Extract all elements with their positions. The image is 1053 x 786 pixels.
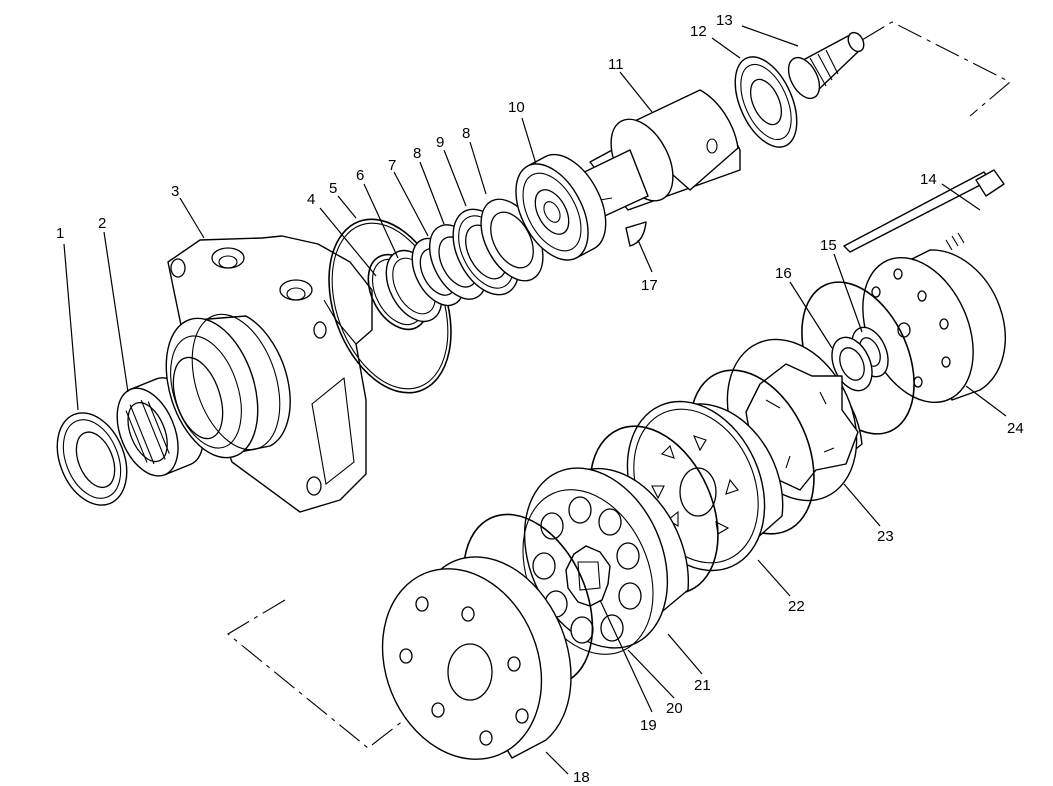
leader-8b — [469, 141, 487, 195]
callout-15: 15 — [820, 237, 837, 254]
leader-3 — [179, 197, 205, 239]
callout-19: 19 — [640, 717, 657, 734]
callout-9: 9 — [436, 134, 444, 151]
callout-5: 5 — [329, 180, 337, 197]
leader-9 — [443, 149, 467, 207]
leader-24 — [965, 385, 1007, 417]
callout-2: 2 — [98, 215, 106, 232]
callout-12: 12 — [690, 23, 707, 40]
callout-24: 24 — [1007, 420, 1024, 437]
leader-22 — [757, 559, 791, 597]
leader-19 — [599, 599, 653, 713]
callout-11: 11 — [608, 56, 624, 73]
part-18-end-cap — [381, 556, 572, 760]
part-1-seal — [56, 412, 128, 506]
part-13-spline-coupling — [787, 31, 865, 100]
callout-6: 6 — [356, 167, 364, 184]
callout-22: 22 — [788, 598, 805, 615]
callout-18: 18 — [573, 769, 590, 786]
callout-3: 3 — [171, 183, 179, 200]
leader-10 — [521, 117, 537, 165]
leader-6 — [363, 183, 399, 259]
part-24-end-cover — [862, 249, 1006, 404]
leader-21 — [667, 633, 703, 675]
callout-23: 23 — [877, 528, 894, 545]
leader-7 — [393, 171, 429, 237]
callout-16: 16 — [775, 265, 792, 282]
callout-21: 21 — [694, 677, 711, 694]
callout-10: 10 — [508, 99, 525, 116]
part-12-thrust-bearing — [734, 56, 798, 148]
leader-23 — [843, 483, 881, 527]
callout-4: 4 — [307, 191, 315, 208]
callout-8a: 8 — [413, 145, 421, 162]
leader-15 — [833, 253, 863, 333]
callout-8b: 8 — [462, 125, 470, 142]
leader-4 — [319, 207, 377, 277]
leader-8a — [419, 161, 445, 225]
callout-14: 14 — [920, 171, 937, 188]
callout-7: 7 — [388, 157, 396, 174]
callout-1: 1 — [56, 225, 64, 242]
leader-2 — [103, 231, 129, 393]
leader-lines — [63, 25, 1007, 775]
leader-1 — [63, 243, 79, 411]
centerline-top — [861, 21, 1011, 117]
leader-14 — [941, 183, 981, 211]
part-10-bearing — [515, 153, 607, 261]
leader-18 — [545, 751, 569, 775]
leader-12 — [711, 37, 741, 59]
callout-20: 20 — [666, 700, 683, 717]
part-17-key — [625, 221, 647, 247]
part-3-housing — [165, 235, 373, 513]
leader-17 — [637, 239, 653, 273]
callout-17: 17 — [641, 277, 658, 294]
callout-13: 13 — [716, 12, 733, 29]
leader-5 — [337, 195, 357, 219]
leader-11 — [619, 71, 653, 113]
callout-labels: 1 2 3 4 5 6 7 8 9 8 10 11 12 13 14 15 16… — [56, 12, 1024, 786]
leader-20 — [627, 649, 675, 699]
leader-13 — [741, 25, 799, 47]
leader-16 — [789, 281, 833, 349]
